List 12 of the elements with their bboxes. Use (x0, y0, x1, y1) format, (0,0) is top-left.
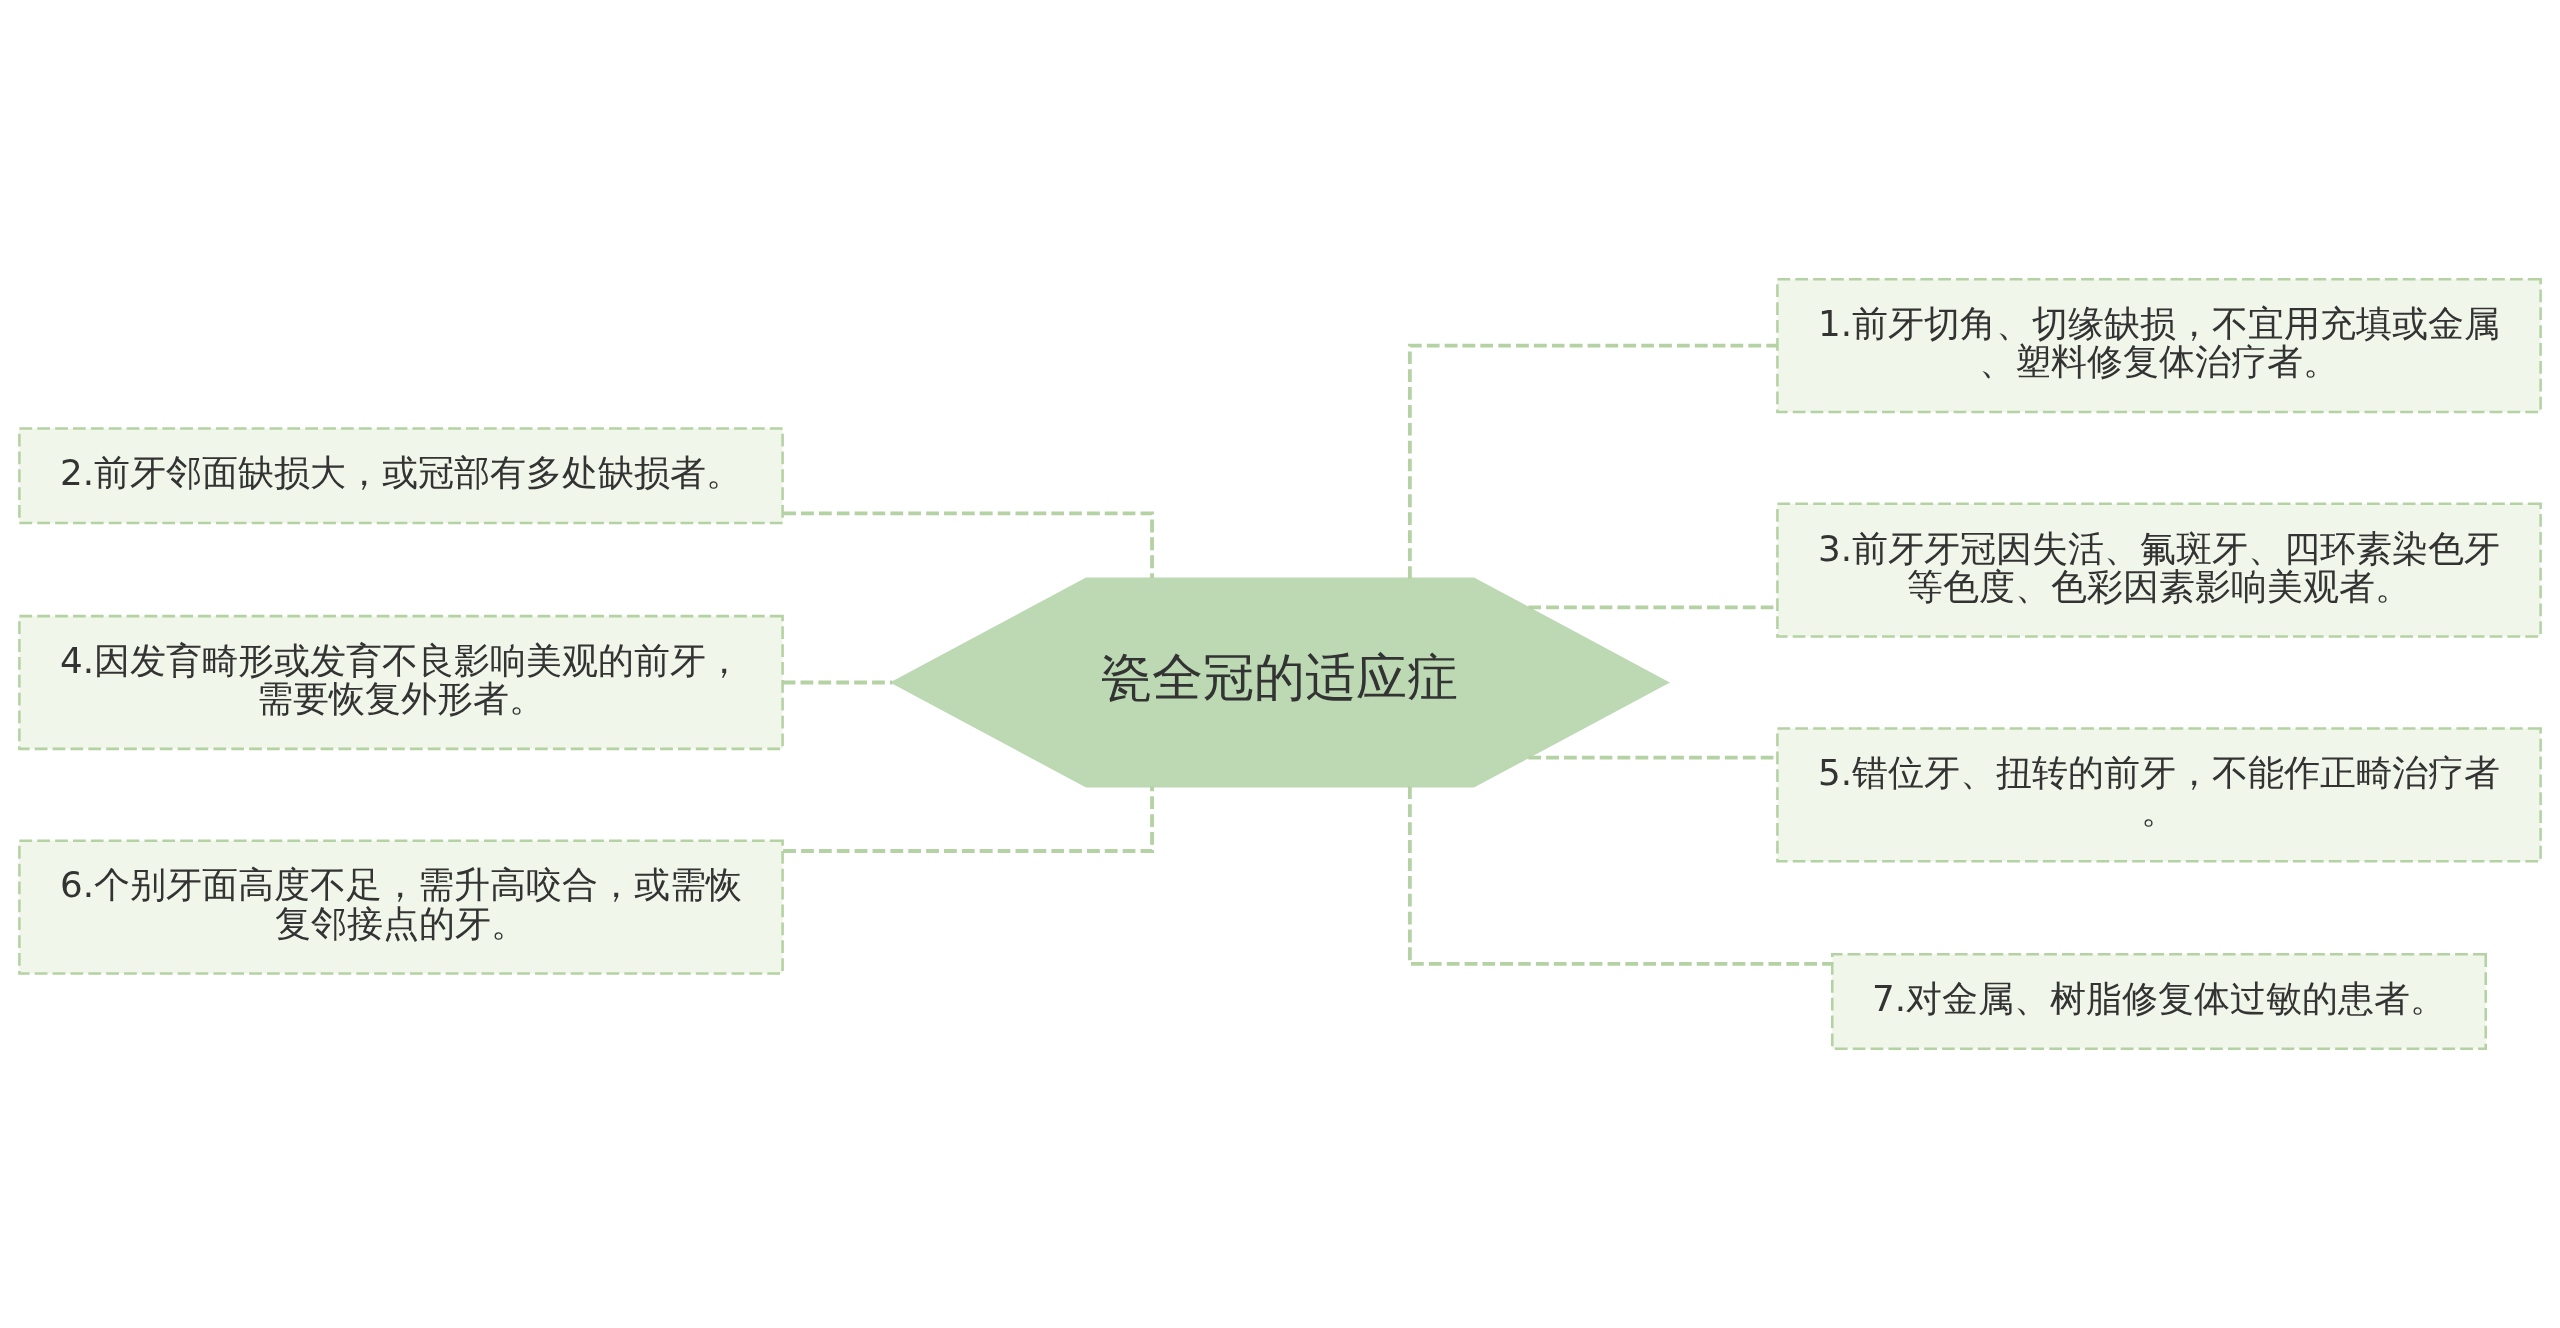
node-box: 1.前牙切角、切缘缺损，不宜用充填或金属、塑料修复体治疗者。 (1776, 277, 2542, 414)
node-box: 7.对金属、树脂修复体过敏的患者。 (1831, 953, 2487, 1051)
node-box: 2.前牙邻面缺损大，或冠部有多处缺损者。 (18, 427, 784, 525)
connector (783, 511, 1154, 579)
connector (782, 680, 893, 685)
node-box: 6.个别牙面高度不足，需升高咬合，或需恢复邻接点的牙。 (18, 839, 784, 975)
node-box: 4.因发育畸形或发育不良影响美观的前牙，需要恢复外形者。 (18, 614, 784, 751)
connector (1407, 786, 1832, 966)
node-box: 3.前牙牙冠因失活、氟斑牙、四环素染色牙等色度、色彩因素影响美观者。 (1776, 502, 2542, 638)
node-box: 5.错位牙、扭转的前牙，不能作正畸治疗者。 (1776, 727, 2542, 863)
connector (1407, 343, 1777, 579)
connector (783, 786, 1154, 853)
